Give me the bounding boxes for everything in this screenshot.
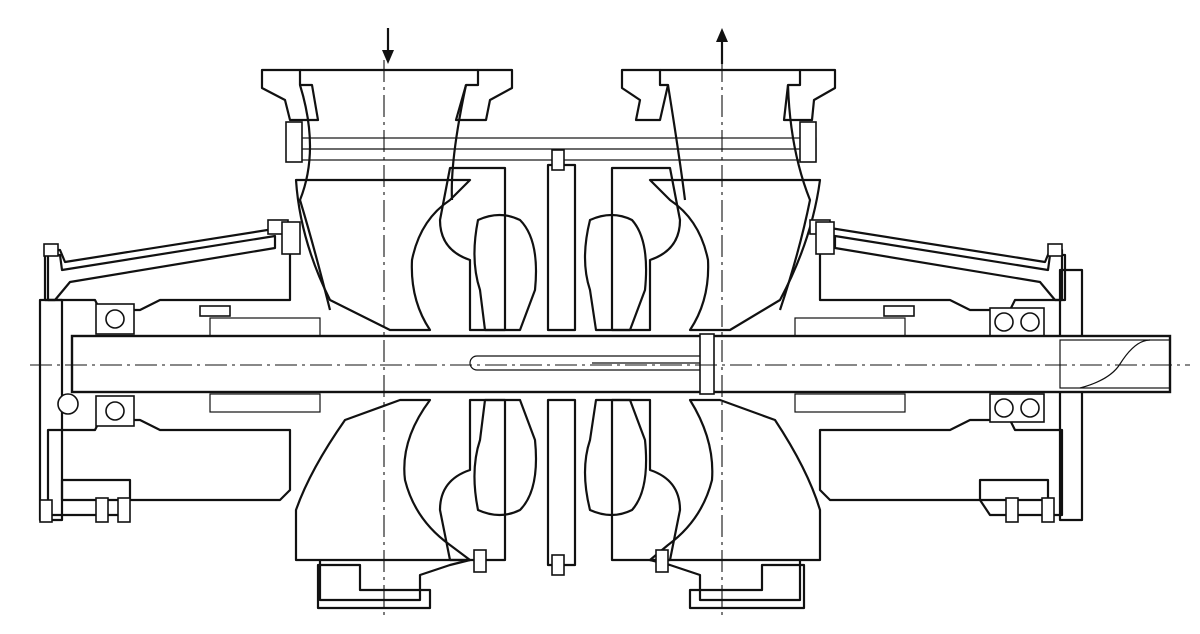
ball-bearing-right bbox=[989, 307, 1045, 423]
casing-foot-left bbox=[316, 558, 471, 610]
outlet-flow-arrow bbox=[716, 28, 728, 64]
impeller-first-stage bbox=[473, 213, 538, 517]
casing-lower bbox=[294, 398, 822, 567]
impeller-second-stage bbox=[583, 213, 648, 517]
tie-rod-upper bbox=[285, 121, 817, 163]
casing-upper bbox=[294, 163, 822, 332]
ball-bearing-left bbox=[57, 303, 135, 427]
casing-foot-right bbox=[649, 558, 806, 610]
center-lines bbox=[30, 60, 1190, 620]
inlet-flow-arrow bbox=[382, 28, 394, 64]
pump-shaft bbox=[70, 333, 1172, 395]
inlet-nozzle bbox=[260, 68, 514, 311]
outlet-nozzle bbox=[620, 68, 837, 311]
casing-bolts bbox=[39, 149, 1063, 576]
